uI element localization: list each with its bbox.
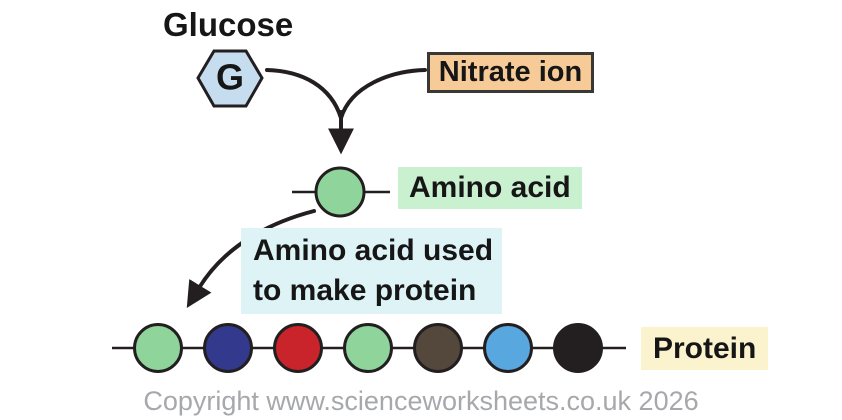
process-note: Amino acid used to make protein [241, 228, 502, 314]
process-note-line2: to make protein [253, 274, 477, 307]
nitrate-ion-label: Nitrate ion [427, 52, 594, 93]
amino-acid-label: Amino acid [398, 167, 582, 209]
bead-green [133, 323, 183, 373]
amino-acid-circle-icon [314, 166, 366, 218]
bead-blue [483, 323, 533, 373]
glucose-hexagon-icon [196, 49, 264, 108]
protein-label: Protein [641, 327, 769, 370]
protein-bead-chain [133, 323, 603, 373]
bead-red [273, 323, 323, 373]
bead-green [343, 323, 393, 373]
glucose-symbol: G [215, 56, 245, 98]
nitrate-flow-curve [339, 68, 427, 120]
copyright-text: Copyright www.scienceworksheets.co.uk 20… [143, 386, 699, 416]
glucose-label: Glucose [163, 6, 294, 43]
bead-black [553, 323, 603, 373]
bead-brown [413, 323, 463, 373]
glucose-flow-curve [265, 68, 343, 120]
process-note-line1: Amino acid used [253, 234, 494, 267]
bead-navy [203, 323, 253, 373]
